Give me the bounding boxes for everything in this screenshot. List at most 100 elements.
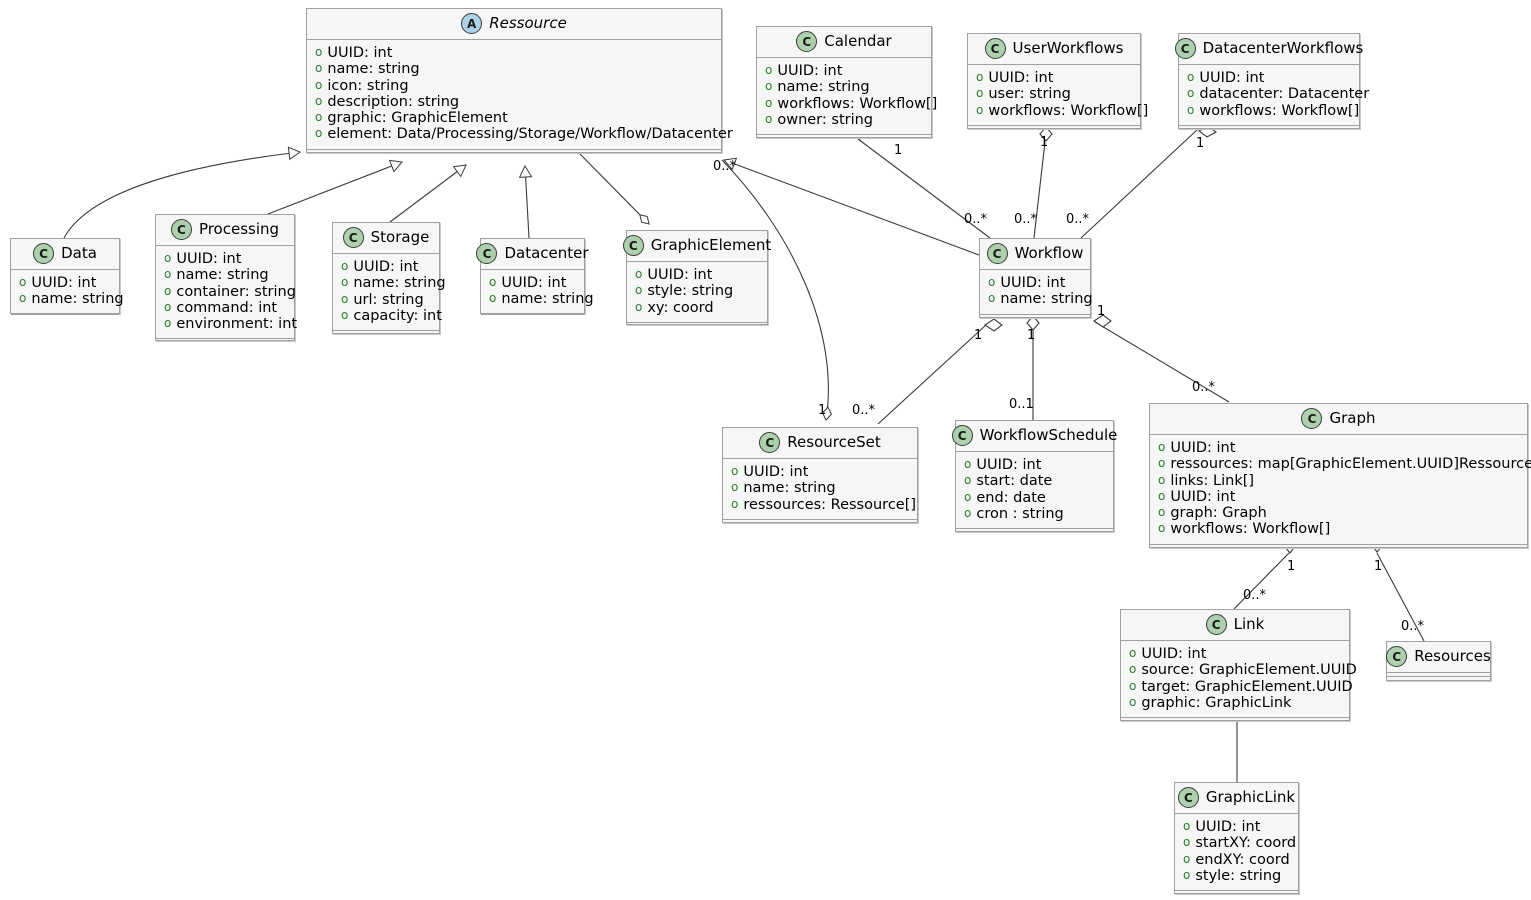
attribute-row: o startXY: coord xyxy=(1183,835,1296,851)
visibility-public-icon: o xyxy=(315,45,323,59)
attribute-text: name: string xyxy=(1000,291,1093,308)
visibility-public-icon: o xyxy=(164,316,172,331)
class-icon: C xyxy=(951,425,973,446)
attribute-text: element: Data/Processing/Storage/Workflo… xyxy=(327,126,733,143)
class-name: Datacenter xyxy=(504,244,589,263)
attribute-text: url: string xyxy=(353,291,424,308)
visibility-public-icon: o xyxy=(988,291,996,306)
attribute-row: o links: Link[] xyxy=(1158,473,1519,489)
class-icon: C xyxy=(622,235,644,256)
visibility-public-icon: o xyxy=(1158,521,1166,536)
attribute-text: endXY: coord xyxy=(1195,851,1290,868)
attribute-text: UUID: int xyxy=(1170,488,1236,505)
attribute-row: o element: Data/Processing/Storage/Workfl… xyxy=(315,126,733,142)
class-icon: C xyxy=(1174,38,1196,59)
class-header: C UserWorkflows xyxy=(968,34,1140,65)
edge-datacenterworkflows-workflow xyxy=(1080,129,1198,239)
attribute-text: container: string xyxy=(176,283,296,300)
attribute-text: end: date xyxy=(976,489,1046,506)
attribute-row: o end: date xyxy=(964,490,1105,506)
attribute-text: command: int xyxy=(176,299,278,316)
multiplicity-label: 1 xyxy=(1287,559,1296,574)
attribute-text: UUID: int xyxy=(976,457,1042,473)
class-methods xyxy=(1175,891,1298,893)
visibility-public-icon: o xyxy=(315,126,323,141)
attribute-text: UUID: int xyxy=(176,251,242,267)
class-header: C DatacenterWorkflows xyxy=(1174,34,1363,65)
attribute-text: name: string xyxy=(176,267,269,284)
edge-datacenter-ressource xyxy=(518,164,533,239)
visibility-public-icon: o xyxy=(1158,472,1166,487)
attribute-text: capacity: int xyxy=(353,307,442,324)
class-icon: C xyxy=(986,243,1008,264)
class-name: UserWorkflows xyxy=(1012,39,1124,58)
attribute-text: links: Link[] xyxy=(1170,472,1255,489)
class-methods xyxy=(307,150,721,152)
multiplicity-label: 1 xyxy=(894,143,903,158)
attribute-text: startXY: coord xyxy=(1195,835,1297,852)
attribute-text: UUID: int xyxy=(777,63,843,79)
class-name: GraphicLink xyxy=(1205,788,1296,807)
attribute-text: UUID: int xyxy=(353,259,419,275)
attribute-text: UUID: int xyxy=(743,464,809,480)
multiplicity-label: 1 xyxy=(1027,328,1036,343)
visibility-public-icon: o xyxy=(19,275,27,289)
visibility-public-icon: o xyxy=(1158,456,1166,471)
attribute-text: workflows: Workflow[] xyxy=(1199,102,1360,119)
visibility-public-icon: o xyxy=(1187,70,1195,84)
edge-workflow-resourceset xyxy=(877,324,987,425)
attribute-text: workflows: Workflow[] xyxy=(1170,521,1331,538)
attribute-text: UUID: int xyxy=(327,45,393,61)
visibility-public-icon: o xyxy=(964,489,972,504)
class-icon: C xyxy=(984,38,1006,59)
class-icon: C xyxy=(1386,646,1408,667)
visibility-public-icon: o xyxy=(964,473,972,488)
edge-processing-ressource xyxy=(267,159,403,215)
visibility-public-icon: o xyxy=(1183,835,1191,850)
attribute-row: o workflows: Workflow[] xyxy=(1158,521,1519,537)
attribute-text: style: string xyxy=(1195,867,1282,884)
class-name: DatacenterWorkflows xyxy=(1202,39,1364,58)
attribute-text: name: string xyxy=(501,291,594,308)
